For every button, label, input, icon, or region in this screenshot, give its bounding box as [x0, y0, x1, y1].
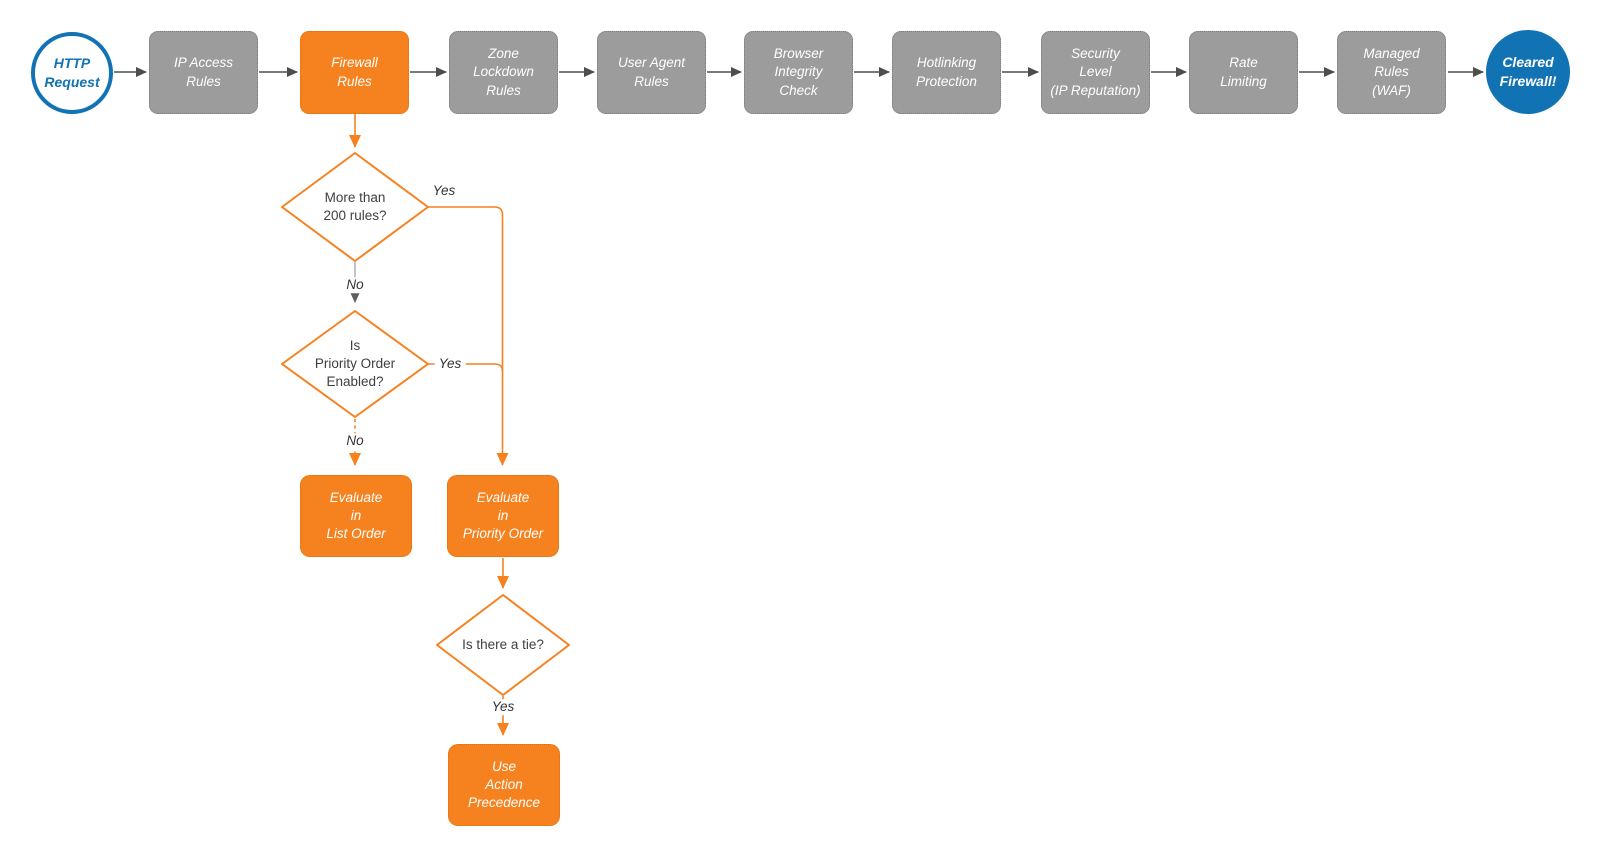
decision-is-there-a-tie-shape	[436, 594, 570, 696]
stage-label: Zone Lockdown Rules	[473, 46, 534, 98]
start-node-http-request: HTTP Request	[31, 32, 113, 114]
stage-user-agent-rules: User Agent Rules	[597, 31, 706, 114]
action-label: Evaluate in Priority Order	[462, 489, 544, 542]
decision-priority-order-enabled: Is Priority Order Enabled?	[314, 337, 396, 390]
stage-zone-lockdown-rules: Zone Lockdown Rules	[449, 31, 558, 114]
edge-label-decision1-yes: Yes	[428, 183, 460, 199]
stage-hotlinking-protection: Hotlinking Protection	[892, 31, 1001, 114]
start-node-label: HTTP Request	[44, 55, 100, 90]
stage-ip-access-rules: IP Access Rules	[149, 31, 258, 114]
edge-decision2-yes	[428, 363, 504, 372]
stage-label: User Agent Rules	[617, 55, 686, 89]
edge-label-decision3-yes: Yes	[487, 699, 519, 715]
stage-browser-integrity-check: Browser Integrity Check	[744, 31, 853, 114]
edge-label-decision1-no: No	[342, 277, 368, 293]
stage-security-level-ip-reputation: Security Level (IP Reputation)	[1041, 31, 1150, 114]
decision-priority-order-enabled-shape	[281, 310, 429, 418]
stage-label: Managed Rules (WAF)	[1363, 46, 1420, 98]
action-label: Use Action Precedence	[467, 758, 541, 811]
stage-label: Firewall Rules	[331, 55, 378, 89]
edge-label-decision2-no: No	[342, 433, 368, 449]
action-use-action-precedence: Use Action Precedence	[448, 744, 560, 826]
stage-label: Hotlinking Protection	[916, 55, 977, 89]
action-evaluate-priority-order: Evaluate in Priority Order	[447, 475, 559, 557]
decision-is-there-a-tie: Is there a tie?	[462, 636, 544, 652]
end-node-cleared-firewall: Cleared Firewall!	[1486, 30, 1570, 114]
decision-more-than-200-rules-shape	[281, 152, 429, 262]
stage-label: Browser Integrity Check	[773, 46, 824, 98]
stage-label: Security Level (IP Reputation)	[1050, 46, 1141, 98]
stage-label: IP Access Rules	[173, 55, 234, 89]
decision-more-than-200-rules: More than 200 rules?	[323, 189, 387, 223]
stage-label: Rate Limiting	[1220, 55, 1267, 89]
action-label: Evaluate in List Order	[326, 489, 386, 542]
stage-rate-limiting: Rate Limiting	[1189, 31, 1298, 114]
action-evaluate-list-order: Evaluate in List Order	[300, 475, 412, 557]
edge-decision1-yes	[428, 206, 509, 466]
stage-firewall-rules: Firewall Rules	[300, 31, 409, 114]
end-node-label: Cleared Firewall!	[1499, 54, 1557, 89]
stage-managed-rules-waf: Managed Rules (WAF)	[1337, 31, 1446, 114]
edge-label-decision2-yes: Yes	[434, 356, 466, 372]
